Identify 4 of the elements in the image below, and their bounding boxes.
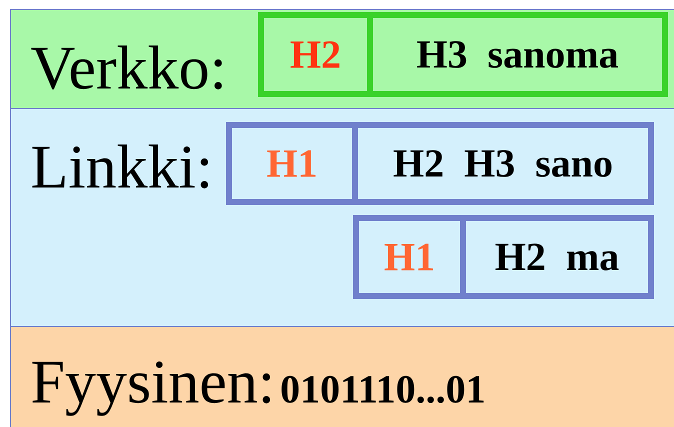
header-box: H1 <box>353 215 466 299</box>
header-box: H1 <box>226 122 358 205</box>
layer-band: Fyysinen: 0101110...01 <box>10 326 674 427</box>
header-box: H2 <box>258 12 373 97</box>
